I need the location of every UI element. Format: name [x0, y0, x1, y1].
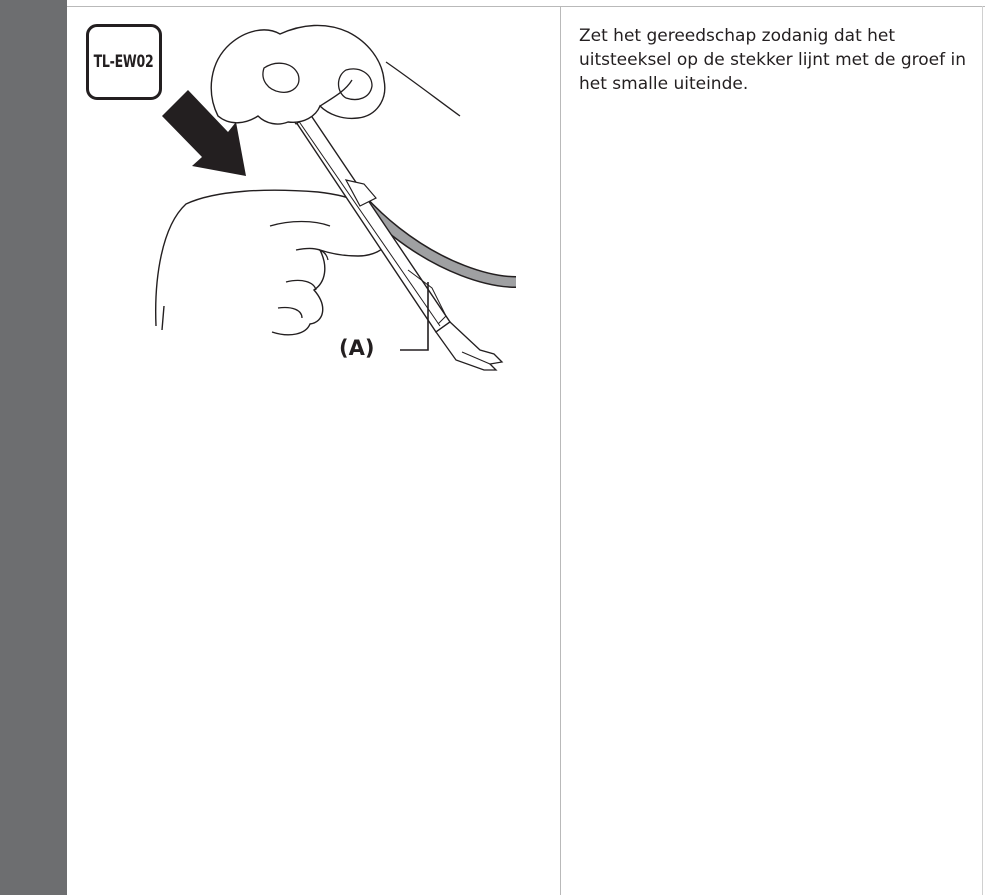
tool-tip [436, 322, 502, 370]
chapter-sidebar [0, 0, 67, 895]
column-divider [560, 6, 561, 895]
tool-badge-label: TL-EW02 [94, 52, 154, 72]
tool-illustration [150, 20, 530, 380]
instruction-text: Zet het gereedschap zodanig dat het uits… [579, 24, 974, 96]
right-border [982, 6, 983, 895]
callout-label-a: (A) [339, 336, 374, 360]
